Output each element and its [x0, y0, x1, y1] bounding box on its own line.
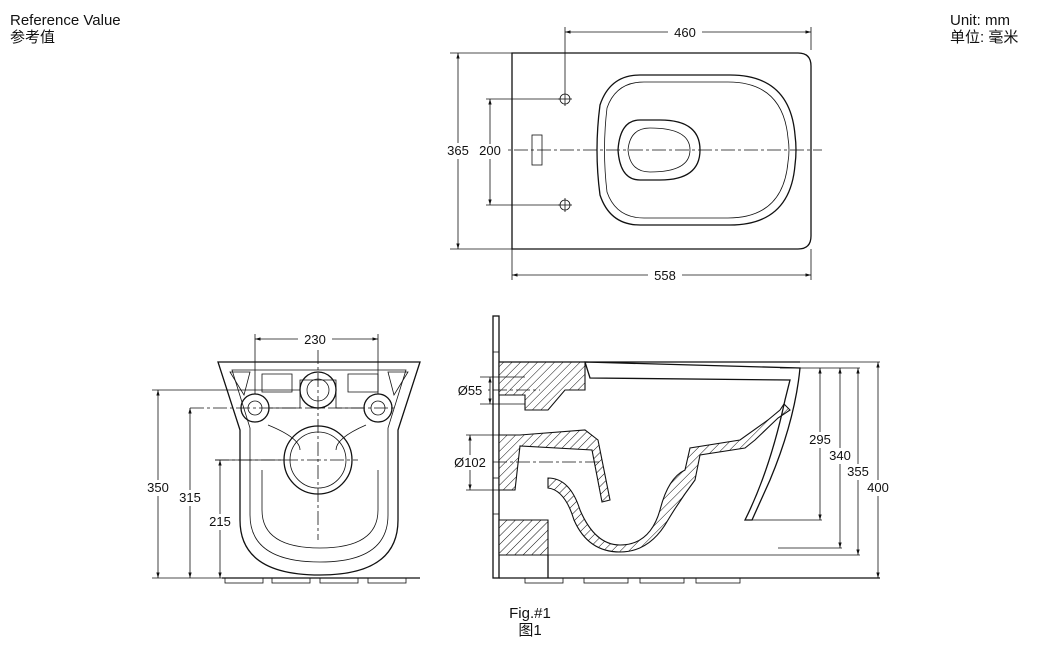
top-view-outline	[511, 52, 812, 250]
bowl-section	[547, 403, 791, 553]
dim-558-label: 558	[654, 268, 676, 283]
rear-view: 230 350 315 215	[142, 331, 421, 584]
dim-340-label: 340	[829, 448, 851, 463]
wall-section	[498, 361, 586, 411]
bowl-outline	[584, 361, 801, 521]
dim-200-label: 200	[479, 143, 501, 158]
figure-caption-en: Fig.#1	[509, 605, 551, 622]
unit-label: Unit: mm 单位: 毫米	[950, 12, 1018, 46]
dim-355-label: 355	[847, 464, 869, 479]
dim-365-label: 365	[447, 143, 469, 158]
reference-value-cn: 参考值	[10, 29, 56, 46]
dim-350-label: 350	[147, 480, 169, 495]
wall-plate	[492, 315, 500, 579]
dim-315-label: 315	[179, 490, 201, 505]
figure-caption-cn: 图1	[518, 622, 542, 639]
dim-400-label: 400	[867, 480, 889, 495]
unit-cn: 单位: 毫米	[950, 29, 1019, 46]
dim-215-label: 215	[209, 514, 231, 529]
figure-caption: Fig.#1 图1	[490, 605, 570, 639]
dim-460-label: 460	[674, 25, 696, 40]
dim-dia102-label: Ø102	[454, 455, 486, 470]
rear-feet	[222, 577, 420, 584]
dim-dia55-label: Ø55	[458, 383, 483, 398]
side-feet	[524, 577, 741, 584]
dim-295-label: 295	[809, 432, 831, 447]
unit-en: Unit: mm	[950, 12, 1010, 29]
seat-rim	[596, 74, 797, 226]
top-view: 460 558 365 200	[441, 24, 822, 284]
rear-view-outline	[217, 361, 421, 576]
dim-230-label: 230	[304, 332, 326, 347]
bowl-opening	[617, 119, 701, 181]
reference-value-en: Reference Value	[10, 12, 121, 29]
reference-value-label: Reference Value 参考值	[10, 12, 121, 46]
side-view: Ø55 Ø102 295 340 355 400	[448, 315, 893, 584]
